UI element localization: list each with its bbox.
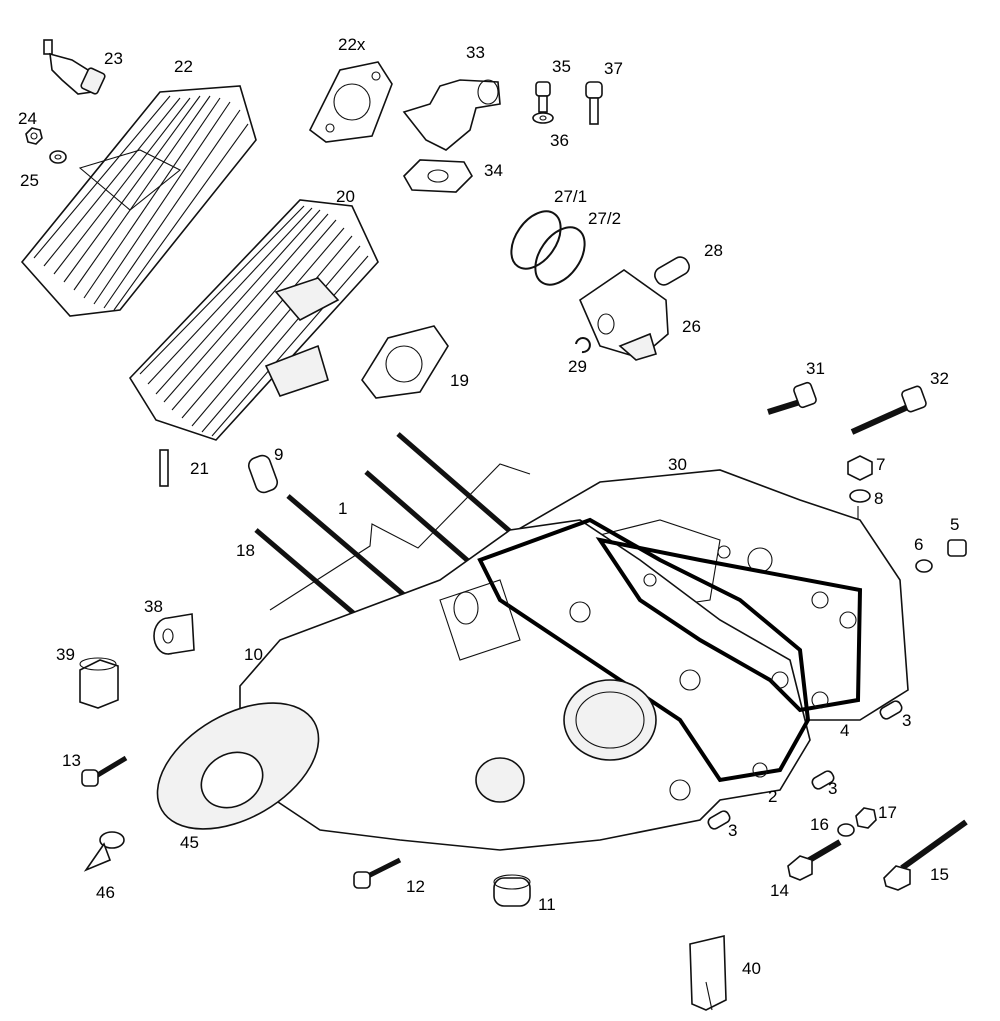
label-36: 36	[550, 131, 569, 150]
part-20-cylinder	[128, 199, 379, 441]
label-23: 23	[104, 49, 123, 68]
label-4: 4	[840, 721, 849, 740]
label-33: 33	[466, 43, 485, 62]
label-45: 45	[180, 833, 199, 852]
label-25: 25	[20, 171, 39, 190]
label-28: 28	[704, 241, 723, 260]
part-22x-head-gasket	[308, 61, 393, 143]
label-30: 30	[668, 455, 687, 474]
part-3-dowel-a	[879, 700, 903, 720]
label-37: 37	[604, 59, 623, 78]
part-12-screw	[353, 857, 402, 889]
label-17: 17	[878, 803, 897, 822]
label-13: 13	[62, 751, 81, 770]
part-36-washer	[532, 112, 554, 124]
part-24-nut	[25, 127, 43, 145]
part-25-washer	[49, 150, 67, 164]
label-29: 29	[568, 357, 587, 376]
part-11-mount	[493, 874, 531, 907]
label-19: 19	[450, 371, 469, 390]
part-32-bolt	[850, 385, 927, 435]
part-45-disc-cover	[156, 702, 320, 830]
part-34-gasket	[403, 159, 473, 193]
part-37-screw	[585, 81, 603, 125]
label-16: 16	[810, 815, 829, 834]
label-3-b: 3	[828, 779, 837, 798]
part-46-screw	[83, 831, 125, 872]
part-27-1-piston-ring	[510, 210, 562, 270]
label-6: 6	[914, 535, 923, 554]
part-40-damper	[689, 934, 727, 1011]
part-31-bolt	[767, 381, 817, 415]
label-26: 26	[682, 317, 701, 336]
label-22x: 22x	[338, 35, 366, 54]
label-39: 39	[56, 645, 75, 664]
label-5: 5	[950, 515, 959, 534]
label-9: 9	[274, 445, 283, 464]
label-1: 1	[338, 499, 347, 518]
part-8-washer	[849, 489, 871, 503]
label-46: 46	[96, 883, 115, 902]
label-20: 20	[336, 187, 355, 206]
part-19-base-gasket	[361, 325, 449, 399]
label-3-a: 3	[902, 711, 911, 730]
part-23-spark-plug	[43, 39, 106, 95]
label-2: 2	[768, 787, 777, 806]
label-18: 18	[236, 541, 255, 560]
part-21-stud	[159, 449, 169, 487]
part-6-washer	[915, 559, 933, 573]
part-3-dowel-c	[707, 810, 731, 830]
label-24: 24	[18, 109, 37, 128]
part-35-screw	[535, 81, 551, 113]
label-27-1: 27/1	[554, 187, 587, 206]
label-3-c: 3	[728, 821, 737, 840]
part-33-intake-elbow	[402, 79, 501, 151]
label-40: 40	[742, 959, 761, 978]
label-31: 31	[806, 359, 825, 378]
part-28-piston-pin	[654, 256, 690, 286]
label-27-2: 27/2	[588, 209, 621, 228]
label-21: 21	[190, 459, 209, 478]
part-9-dowel	[247, 454, 279, 494]
part-15-bolt	[883, 819, 968, 891]
part-27-2-piston-ring	[534, 226, 586, 286]
label-15: 15	[930, 865, 949, 884]
label-35: 35	[552, 57, 571, 76]
label-10: 10	[244, 645, 263, 664]
label-22: 22	[174, 57, 193, 76]
label-34: 34	[484, 161, 503, 180]
label-11: 11	[538, 895, 556, 914]
part-29-circlip	[575, 337, 591, 354]
part-38-bush	[153, 613, 195, 655]
part-14-bolt	[787, 839, 842, 881]
label-38: 38	[144, 597, 163, 616]
label-14: 14	[770, 881, 789, 900]
label-8: 8	[874, 489, 883, 508]
label-7: 7	[876, 455, 885, 474]
part-13-screw	[81, 755, 128, 787]
part-10-crankcase-main	[239, 517, 863, 851]
part-3-dowel-b	[811, 770, 835, 790]
part-5-plug	[947, 539, 967, 557]
part-7-plug	[847, 455, 873, 481]
label-12: 12	[406, 877, 425, 896]
part-16-washer	[837, 823, 855, 837]
callout-labels: 23 22 22x 33 35 37 36 24 25 34 20 27/1 2…	[18, 35, 959, 978]
part-26-piston	[579, 269, 669, 361]
part-22-cylinder-head	[20, 85, 257, 317]
part-39-bush	[79, 657, 119, 709]
label-32: 32	[930, 369, 949, 388]
part-17-nut	[855, 807, 877, 829]
